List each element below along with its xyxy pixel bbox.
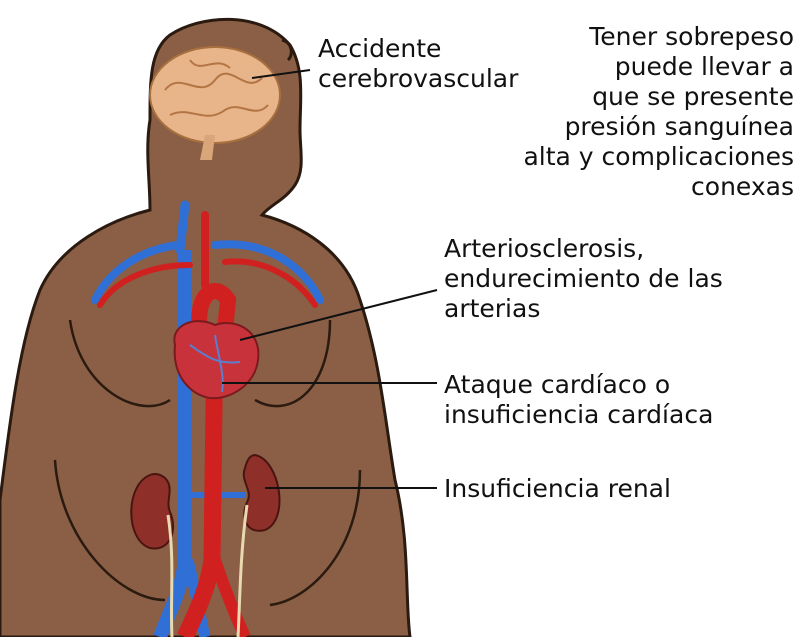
label-kidney: Insuficiencia renal (444, 474, 671, 504)
label-heart: Ataque cardíaco o insuficiencia cardíaca (444, 370, 713, 430)
label-intro-line6: conexas (523, 172, 794, 202)
label-intro: Tener sobrepeso puede llevar a que se pr… (523, 22, 794, 202)
label-intro-line3: que se presente (523, 82, 794, 112)
label-kidney-line1: Insuficiencia renal (444, 474, 671, 504)
label-intro-line4: presión sanguínea (523, 112, 794, 142)
label-stroke: Accidente cerebrovascular (318, 34, 518, 94)
label-heart-line2: insuficiencia cardíaca (444, 400, 713, 430)
label-intro-line5: alta y complicaciones (523, 142, 794, 172)
label-arteriosclerosis-line2: endurecimiento de las (444, 264, 723, 294)
label-stroke-line1: Accidente (318, 34, 518, 64)
label-stroke-line2: cerebrovascular (318, 64, 518, 94)
label-arteriosclerosis: Arteriosclerosis, endurecimiento de las … (444, 234, 723, 324)
brain (150, 47, 280, 143)
label-heart-line1: Ataque cardíaco o (444, 370, 713, 400)
kidney-left (131, 474, 173, 548)
label-arteriosclerosis-line3: arterias (444, 294, 723, 324)
label-intro-line2: puede llevar a (523, 52, 794, 82)
label-arteriosclerosis-line1: Arteriosclerosis, (444, 234, 723, 264)
label-intro-line1: Tener sobrepeso (523, 22, 794, 52)
